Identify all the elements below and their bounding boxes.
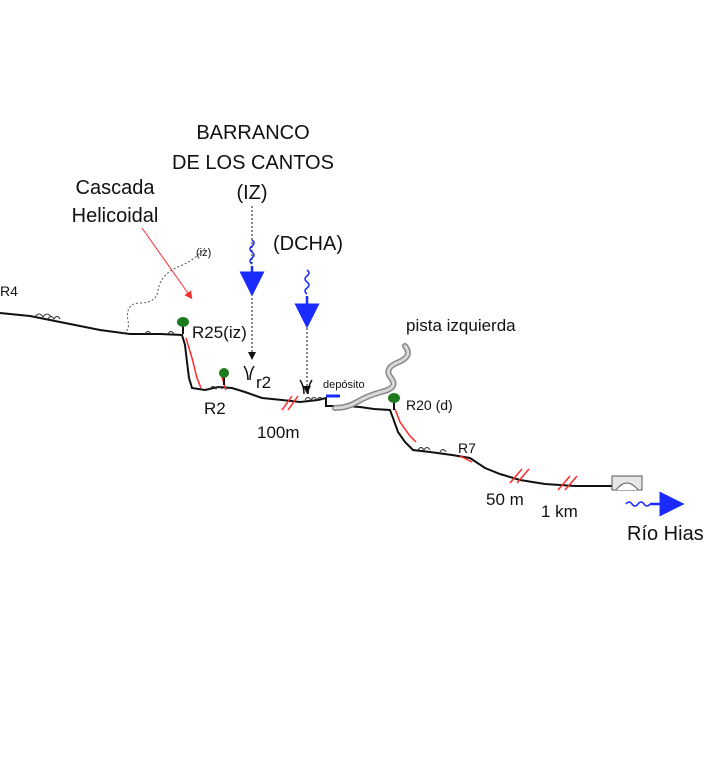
confluence-symbol-r2 [243,365,255,381]
label-cascada-line2: Helicoidal [72,205,159,227]
tributary-iz-path [122,247,206,334]
pista-track-inner [333,344,410,410]
barranco-water-squiggle [249,239,255,265]
label-dcha: (DCHA) [273,233,343,255]
label-r20: R20 (d) [406,397,453,413]
label-rio: Río Hias [627,523,704,545]
tree-icon-r25 [177,317,189,334]
rope-r7 [459,455,473,463]
rope-r25 [185,337,202,389]
rocks-r25 [144,331,175,335]
tree-icon-r20 [388,393,400,410]
label-deposito: depósito [323,379,365,391]
label-iz-small: (iz) [196,247,211,259]
label-r2-small: r2 [256,373,271,392]
tree-icon-r2 [219,368,229,385]
dcha-water-squiggle [304,269,310,295]
break-mark-50m [509,468,530,484]
label-barranco-line2: DE LOS CANTOS [172,152,334,174]
cascada-arrow [141,227,193,300]
rocks-deposito [304,397,324,401]
label-barranco-line3: (IZ) [236,182,267,204]
label-50m: 50 m [486,490,524,509]
label-cascada-line1: Cascada [76,177,156,199]
label-100m: 100m [257,423,300,442]
canyon-profile-line [0,312,612,487]
label-r25: R25(iz) [192,323,247,342]
river-water-squiggle [625,501,651,507]
label-1km: 1 km [541,502,578,521]
label-pista: pista izquierda [406,316,516,335]
label-r4: R4 [0,283,18,299]
confluence-symbol-dcha [299,379,313,395]
rope-r20 [394,408,417,443]
rocks-r7 [417,447,447,453]
rocks-r4 [34,313,61,320]
break-mark-1km [557,475,578,491]
break-mark-100m [281,395,299,411]
label-barranco-line1: BARRANCO [196,122,309,144]
label-r2: R2 [204,399,226,418]
label-r7: R7 [458,440,476,456]
bridge-icon [611,475,643,491]
rocks-r2 [209,386,223,390]
